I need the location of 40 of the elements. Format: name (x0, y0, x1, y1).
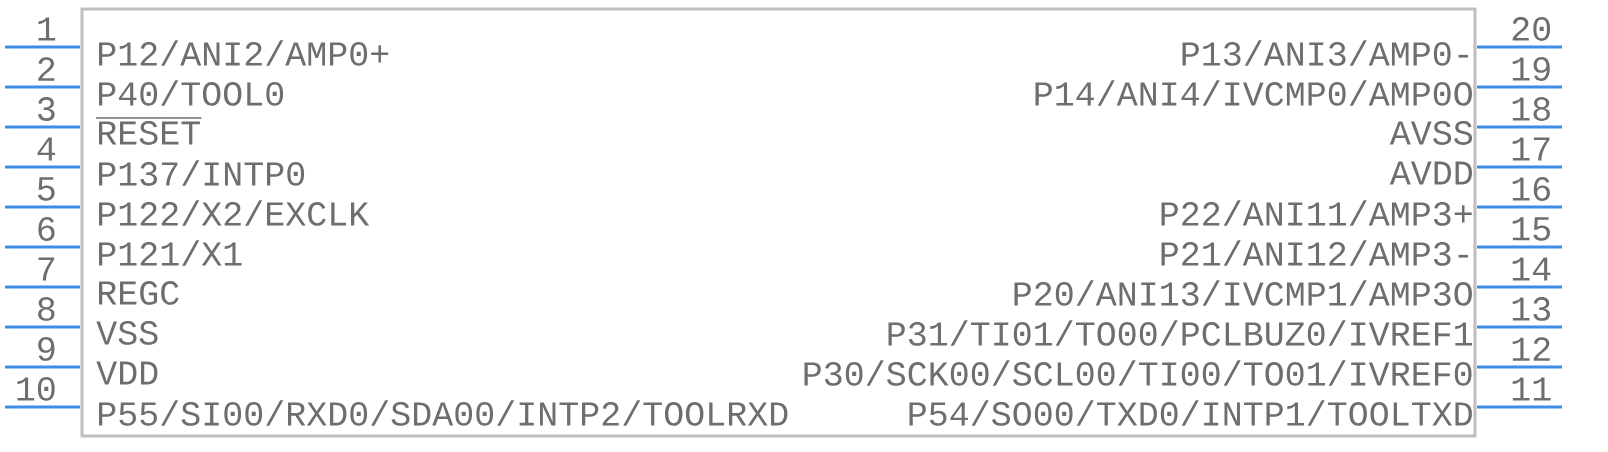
pin-name: P30/SCK00/SCL00/TI00/TO01/IVREF0 (804, 360, 1472, 386)
pin-number: 17 (1512, 137, 1550, 161)
pin-name: P121/X1 (99, 240, 242, 266)
pin-number: 12 (1512, 337, 1550, 361)
pin-number: 20 (1512, 17, 1551, 41)
pin-number: 6 (38, 217, 55, 241)
pin-name: P20/ANI13/IVCMP1/AMP3O (1014, 280, 1472, 306)
pin-name: VSS (96, 321, 158, 345)
pin-number: 10 (17, 377, 55, 401)
pin-name: P54/SO00/TXD0/INTP1/TOOLTXD (909, 400, 1472, 426)
pin-name: P122/X2/EXCLK (99, 200, 370, 226)
pin-name: VDD (96, 361, 158, 385)
pin-number: 7 (38, 257, 55, 281)
pin-number: 13 (1512, 297, 1550, 321)
pin-name: AVSS (1389, 121, 1473, 145)
pin-name: REGC (99, 281, 179, 305)
pin-name: P137/INTP0 (99, 160, 305, 186)
pin-number: 8 (38, 297, 55, 321)
pin-number: 14 (1512, 257, 1551, 281)
pin-name: P21/ANI12/AMP3- (1161, 240, 1468, 266)
pin-number: 19 (1512, 57, 1550, 81)
pin-number: 15 (1512, 217, 1550, 241)
pin-name: P40/TOOL0 (99, 80, 284, 106)
pin-name: P14/ANI4/IVCMP0/AMP0O (1035, 80, 1472, 106)
pin-number: 11 (1512, 377, 1551, 401)
pin-name: P13/ANI3/AMP0- (1182, 40, 1468, 66)
pin-number: 3 (38, 97, 55, 121)
pin-name: P22/ANI11/AMP3+ (1161, 200, 1472, 226)
pin-name: P55/SI00/RXD0/SDA00/INTP2/TOOLRXD (99, 400, 788, 426)
pin-number: 2 (38, 57, 55, 81)
pin-name: RESET (95, 117, 203, 145)
pin-number: 5 (38, 177, 55, 201)
pin-number: 1 (38, 17, 56, 41)
pin-number: 16 (1512, 177, 1550, 201)
pin-name: AVDD (1389, 161, 1472, 185)
pin-number: 9 (38, 337, 55, 361)
pin-name: P31/TI01/TO00/PCLBUZ0/IVREF1 (888, 320, 1472, 346)
pin-number: 4 (37, 137, 56, 161)
pin-number: 18 (1512, 97, 1550, 121)
pin-name: P12/ANI2/AMP0+ (99, 40, 389, 66)
